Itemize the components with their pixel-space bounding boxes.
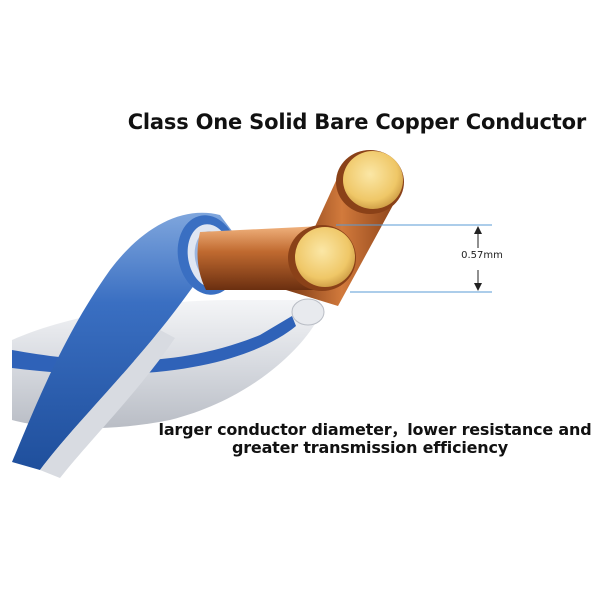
page-title: Class One Solid Bare Copper Conductor — [127, 110, 586, 134]
diameter-label: 0.57mm — [461, 250, 503, 261]
diameter-dimension — [336, 224, 492, 293]
copper-conductor-front — [197, 225, 356, 291]
caption-line-2: greater transmission efficiency — [231, 438, 509, 457]
caption-line-1: larger conductor diameter，lower resistan… — [158, 420, 592, 439]
